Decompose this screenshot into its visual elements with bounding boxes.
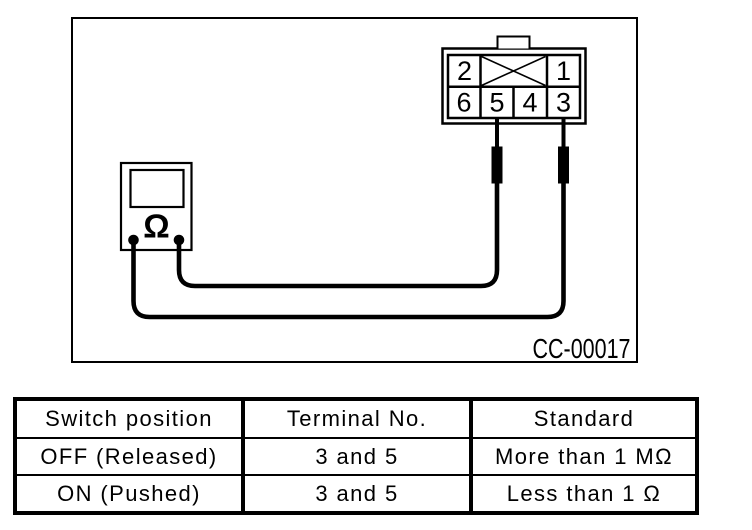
multimeter-terminal-right bbox=[173, 234, 185, 246]
cell-switch-position: ON (Pushed) bbox=[13, 474, 245, 514]
header-switch-position: Switch position bbox=[13, 398, 245, 439]
connector-grid-lines bbox=[448, 55, 580, 118]
continuity-spec-table: Switch position Terminal No. Standard OF… bbox=[13, 397, 699, 515]
table-row: OFF (Released) 3 and 5 More than 1 MΩ bbox=[13, 437, 699, 476]
figure-code: CC-00017 bbox=[533, 333, 631, 364]
terminal-label-2: 2 bbox=[457, 56, 472, 86]
terminal-label-5: 5 bbox=[489, 88, 504, 118]
terminal-label-6: 6 bbox=[456, 88, 471, 118]
ohm-symbol: Ω bbox=[143, 208, 169, 245]
terminal-label-1: 1 bbox=[556, 56, 571, 86]
test-lead-wire-terminal-5 bbox=[176, 180, 500, 289]
header-standard: Standard bbox=[469, 398, 699, 439]
terminal-label-4: 4 bbox=[522, 88, 537, 118]
probe-pins bbox=[495, 118, 566, 147]
cell-switch-position: OFF (Released) bbox=[13, 437, 245, 476]
multimeter-terminal-left bbox=[128, 234, 139, 246]
terminal-label-3: 3 bbox=[556, 88, 571, 118]
blocked-cavity-x-icon bbox=[481, 55, 546, 87]
table-header-row: Switch position Terminal No. Standard bbox=[13, 398, 699, 439]
header-terminal-no: Terminal No. bbox=[241, 398, 473, 439]
connector-tab bbox=[496, 35, 531, 49]
cell-terminal-no: 3 and 5 bbox=[241, 474, 473, 514]
cell-standard: More than 1 MΩ bbox=[469, 437, 699, 476]
test-lead-wire-terminal-3 bbox=[131, 180, 566, 320]
table-row: ON (Pushed) 3 and 5 Less than 1 Ω bbox=[13, 474, 699, 514]
cell-standard: Less than 1 Ω bbox=[469, 474, 699, 514]
multimeter-display bbox=[129, 168, 185, 209]
probe-body-terminal-3 bbox=[558, 146, 569, 184]
probe-body-terminal-5 bbox=[491, 146, 503, 184]
cell-terminal-no: 3 and 5 bbox=[241, 437, 473, 476]
